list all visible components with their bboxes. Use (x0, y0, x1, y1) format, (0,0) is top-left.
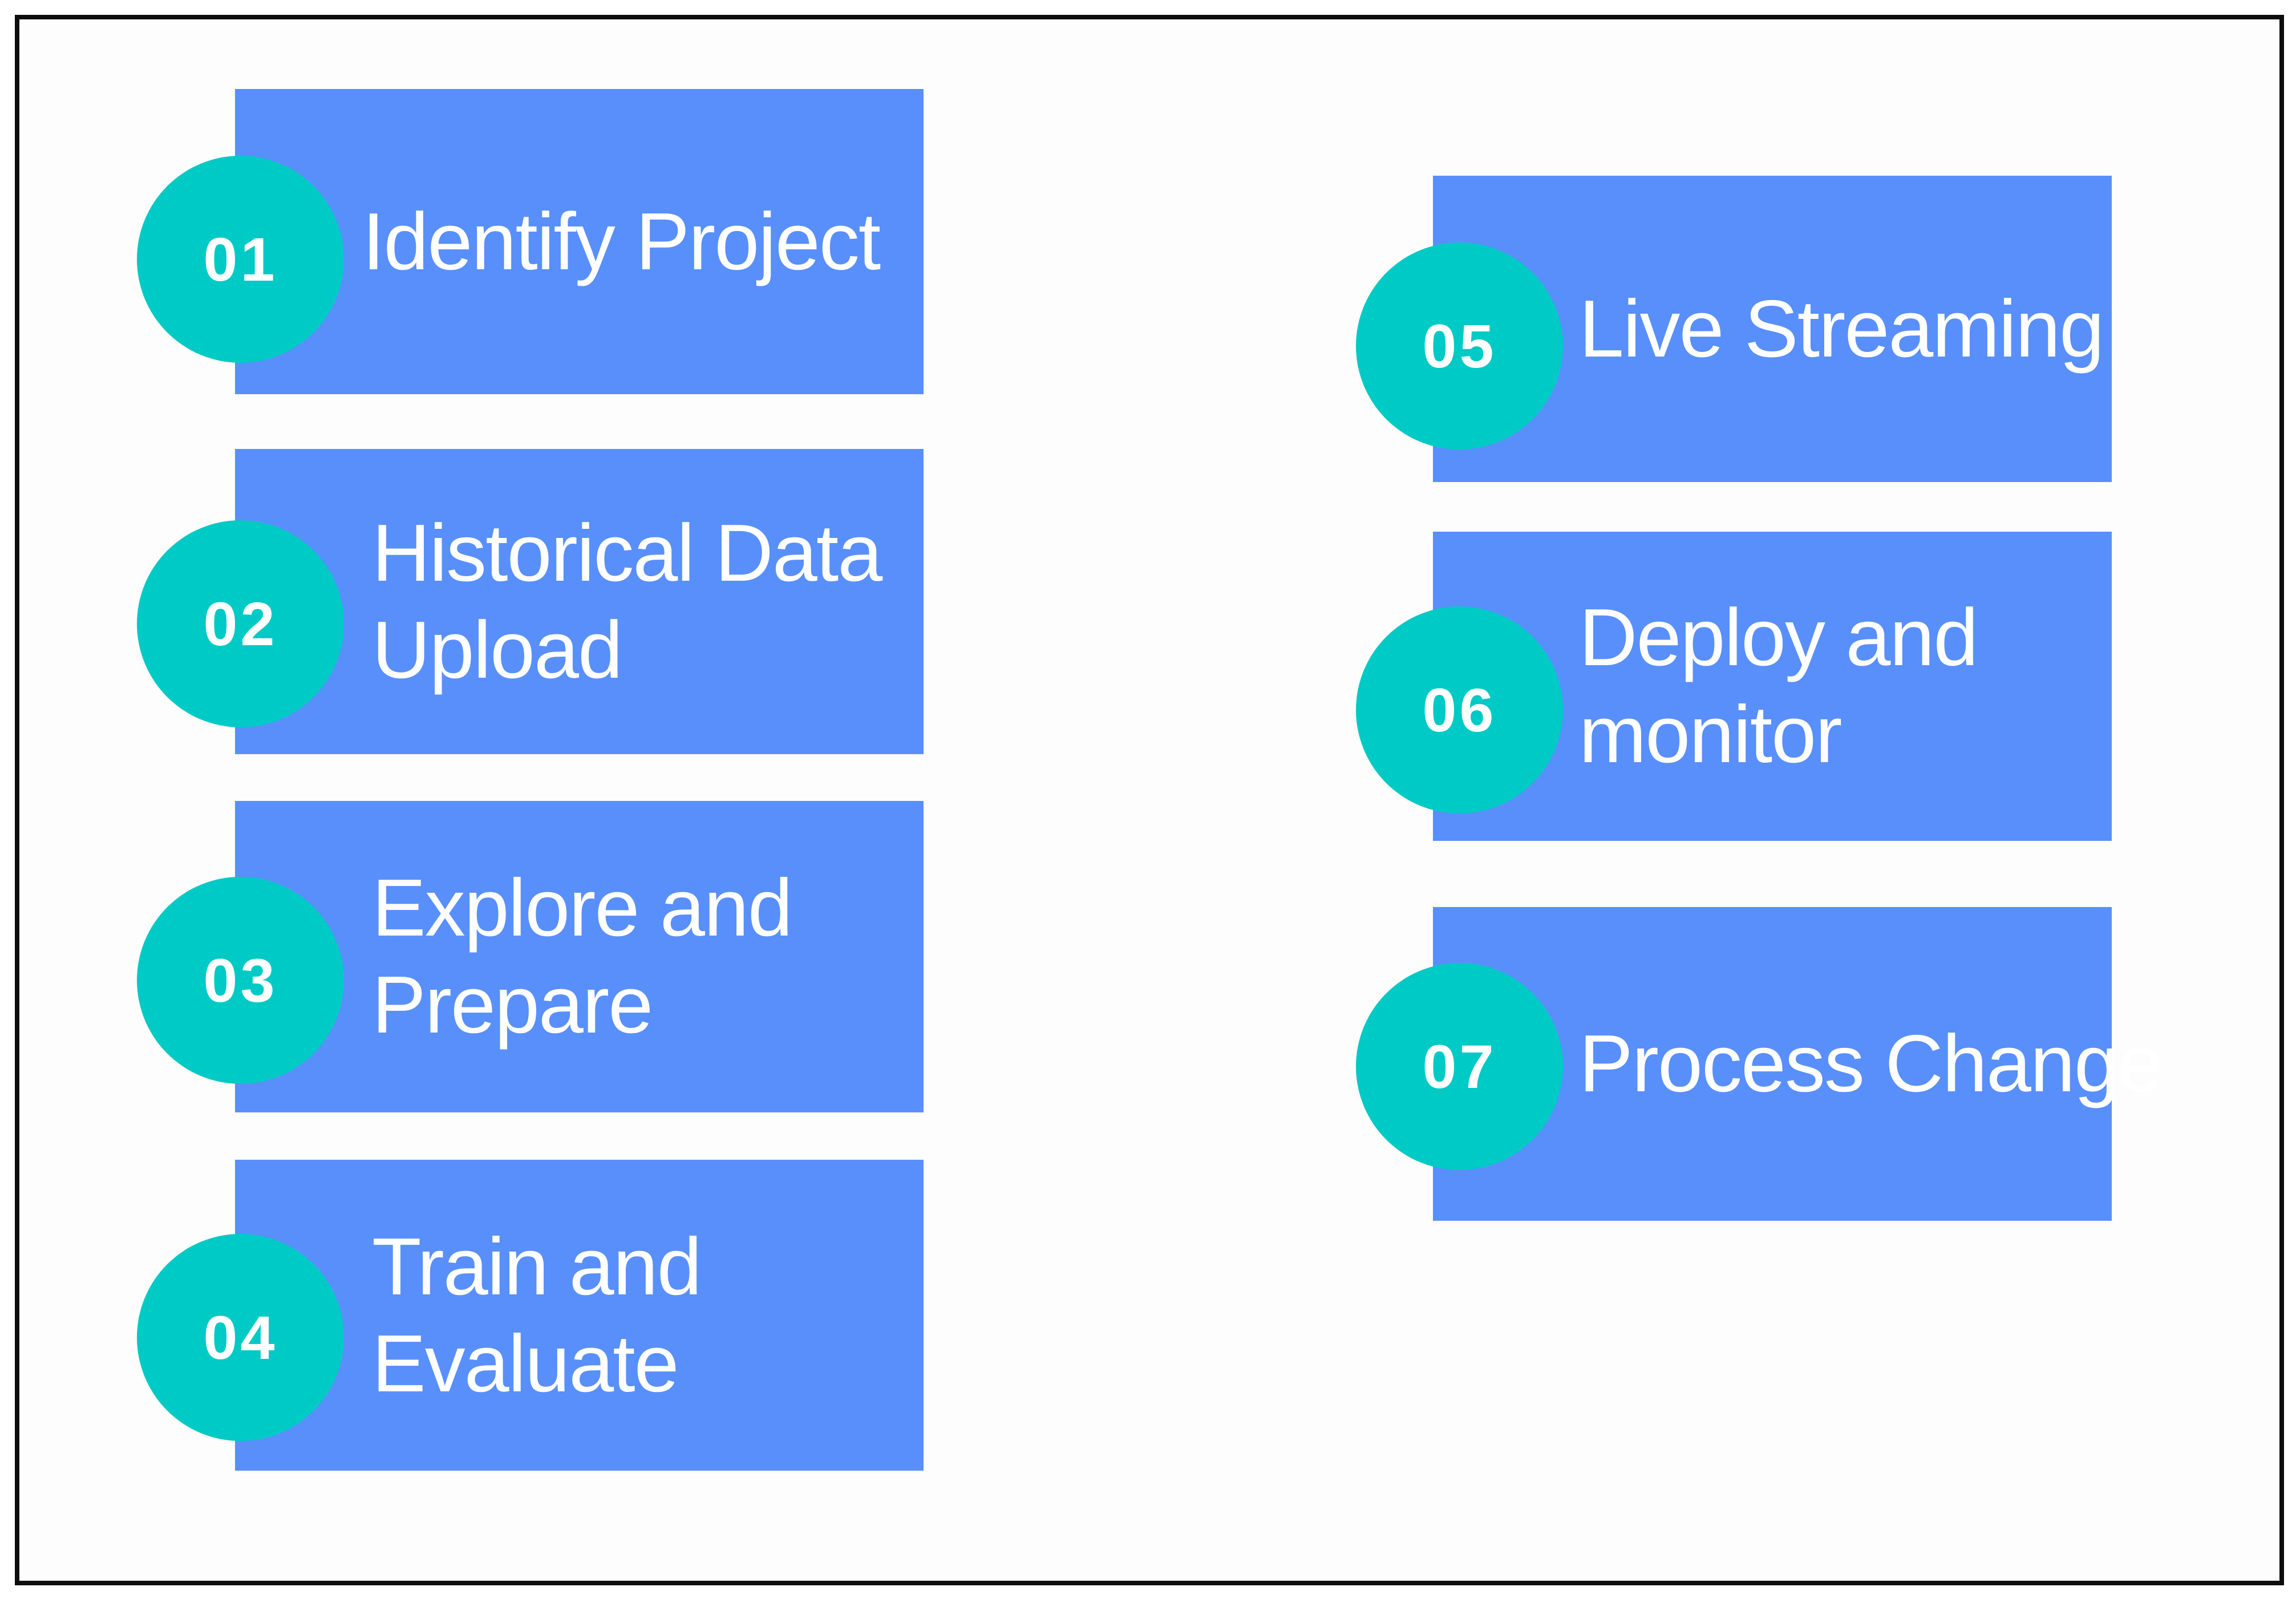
step-label-line: Deploy and (1579, 592, 1978, 683)
step-row: Historical Data Upload 02 (137, 449, 924, 754)
step-label-line: Evaluate (372, 1318, 679, 1409)
step-label-line: Upload (372, 604, 623, 695)
step-label: Historical Data Upload (235, 449, 924, 754)
step-number: 02 (203, 589, 278, 658)
step-label-line: Train and (372, 1221, 702, 1312)
step-number-badge: 07 (1356, 963, 1563, 1170)
step-label: Identify Project (235, 89, 924, 394)
step-row: Deploy and monitor 06 (1356, 532, 2112, 841)
step-label-line: Process Change (1579, 1018, 2163, 1109)
step-label: Process Change (1433, 907, 2163, 1221)
step-number: 04 (203, 1303, 278, 1372)
step-number: 07 (1422, 1032, 1497, 1101)
step-row: Train and Evaluate 04 (137, 1160, 924, 1471)
step-number-badge: 02 (137, 520, 344, 727)
step-number-badge: 03 (137, 877, 344, 1084)
step-label-line: monitor (1579, 689, 1843, 780)
step-row: Process Change 07 (1356, 907, 2163, 1221)
step-number: 06 (1422, 675, 1497, 744)
step-box: Train and Evaluate (235, 1160, 924, 1471)
step-label: Train and Evaluate (235, 1160, 924, 1471)
step-row: Identify Project 01 (137, 89, 924, 394)
step-row: Live Streaming 05 (1356, 176, 2112, 482)
step-label-line: Identify Project (362, 196, 881, 287)
step-row: Explore and Prepare 03 (137, 801, 924, 1112)
step-box: Identify Project (235, 89, 924, 394)
step-label-line: Prepare (372, 960, 653, 1050)
step-number: 01 (203, 225, 278, 294)
step-number: 05 (1422, 311, 1497, 380)
step-box: Explore and Prepare (235, 801, 924, 1112)
step-number: 03 (203, 946, 278, 1015)
step-label: Live Streaming (1433, 176, 2112, 482)
step-number-badge: 06 (1356, 606, 1563, 813)
step-number-badge: 01 (137, 156, 344, 363)
step-label-line: Explore and (372, 863, 793, 953)
step-label: Deploy and monitor (1433, 532, 2112, 841)
step-label-line: Live Streaming (1579, 283, 2104, 374)
step-number-badge: 05 (1356, 242, 1563, 450)
step-box: Historical Data Upload (235, 449, 924, 754)
step-number-badge: 04 (137, 1234, 344, 1441)
step-label: Explore and Prepare (235, 801, 924, 1112)
step-label-line: Historical Data (372, 507, 882, 598)
